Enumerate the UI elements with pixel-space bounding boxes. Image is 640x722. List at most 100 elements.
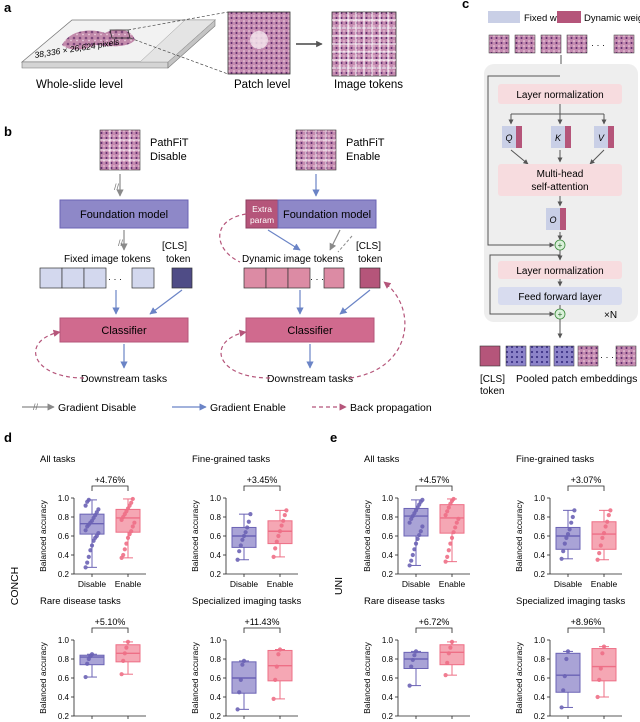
data-point [562,674,567,679]
y-axis-label: Balanced accuracy [38,641,48,714]
slide-edge [21,61,169,69]
panel-letter-c: c [462,0,469,11]
data-point [124,541,129,546]
legend-fixed-label: Fixed weight [524,13,578,24]
data-point [448,541,453,546]
data-point [410,657,415,663]
y-tick-label: 0.6 [58,532,70,541]
x-tick-label: Disable [554,579,583,589]
box-iqr [115,508,141,533]
delta-label: +3.07% [571,475,602,485]
x-tick-label: Enable [439,579,466,589]
chart-title: Specialized imaging tasks [516,596,626,607]
enable-cls-token [359,267,381,289]
data-point [241,533,247,539]
pathfit-disable-branch: PathFiT Disable // Foundation model // F… [35,129,193,385]
ffn-label: Feed forward layer [518,292,602,303]
c-cls-label-2: token [480,386,504,397]
data-point [85,560,90,565]
y-tick-label: 0.8 [58,513,70,522]
delta-bracket [91,627,129,633]
panel-letter-d: d [4,430,12,445]
y-tick-label: 0.2 [534,712,546,721]
fixed-token-row [39,267,155,289]
data-point [567,527,572,532]
legend-gradient-enable: Gradient Enable [210,402,286,414]
data-point [410,552,415,558]
image-tokens-label: Image tokens [334,79,403,91]
box-chart-e-5: Fine-grained tasks0.20.40.60.81.0Balance… [514,454,622,589]
zoom-line-top [127,11,229,31]
panel-b-legend: // Gradient Disable Gradient Enable Back… [22,402,432,414]
enable-foundation-model [277,199,377,229]
data-point [240,537,245,542]
y-tick-label: 0.2 [58,570,70,579]
data-point [445,660,450,665]
y-tick-label: 0.4 [382,693,394,702]
y-axis-label: Balanced accuracy [190,641,200,714]
data-point [448,645,453,650]
residual-skip-1 [487,75,560,248]
box-chart-d-1: Fine-grained tasks0.20.40.60.81.0Balance… [190,454,298,589]
y-tick-label: 0.2 [382,712,394,721]
box-chart-d-2: Rare disease tasks0.20.40.60.81.0Balance… [38,596,146,722]
panel-letter-b: b [4,124,12,139]
y-tick-label: 0.4 [210,551,222,560]
zoom-line-bottom [129,37,229,75]
panel-letter-a: a [4,0,12,15]
delta-label: +4.76% [95,475,126,485]
chart-title: Specialized imaging tasks [192,596,302,607]
disable-cls-token [171,267,193,289]
data-point [282,513,287,518]
cls-to-classifier-arrow [149,289,183,315]
data-point [597,677,602,683]
data-point [89,543,95,548]
legend-fixed-swatch [488,11,520,23]
data-point [565,532,571,537]
data-point [407,563,412,568]
delta-bracket [243,485,281,491]
whole-slide-label: Whole-slide level [36,79,123,91]
y-tick-label: 1.0 [382,636,394,645]
data-point [412,653,417,658]
box-chart-e-7: Specialized imaging tasks0.20.40.60.81.0… [514,596,626,722]
data-point [122,547,127,552]
disable-backprop-arrow [35,329,85,379]
extra-param-label-2: param [250,215,274,225]
y-axis-label: Balanced accuracy [362,499,372,572]
data-point [125,639,131,645]
y-tick-label: 0.4 [534,693,546,702]
data-point [559,556,564,561]
y-tick-label: 0.8 [210,655,222,664]
data-point [598,666,603,671]
svg-text://: // [33,402,39,412]
delta-label: +4.57% [419,475,450,485]
data-point [443,559,448,564]
x-tick-label: Enable [267,579,294,589]
data-point [274,539,279,544]
data-point [83,503,88,508]
mhsa-block [498,164,622,196]
dynamic-tokens-label: Dynamic image tokens [242,254,343,265]
disable-downstream-label: Downstream tasks [81,373,167,385]
x-tick-label: Disable [402,579,431,589]
layer-norm-2 [498,261,622,279]
data-point [284,508,289,513]
data-point [608,508,613,513]
disable-title-1: PathFiT [150,137,189,149]
chart-title: All tasks [364,454,400,465]
delta-label: +8.96% [571,617,602,627]
grad-disable-mark-2: // [118,238,124,248]
data-point [274,664,279,669]
data-point [276,652,281,657]
y-tick-label: 0.4 [534,551,546,560]
data-point [241,658,247,664]
box-chart-e-6: Rare disease tasks0.20.40.60.81.0Balance… [362,596,470,722]
y-tick-label: 0.6 [210,674,222,683]
data-point [83,565,88,570]
data-point [564,656,569,662]
y-tick-label: 0.4 [58,551,70,560]
data-point [598,543,603,548]
legend-dynamic-swatch [557,11,581,23]
q-projection [502,126,522,148]
